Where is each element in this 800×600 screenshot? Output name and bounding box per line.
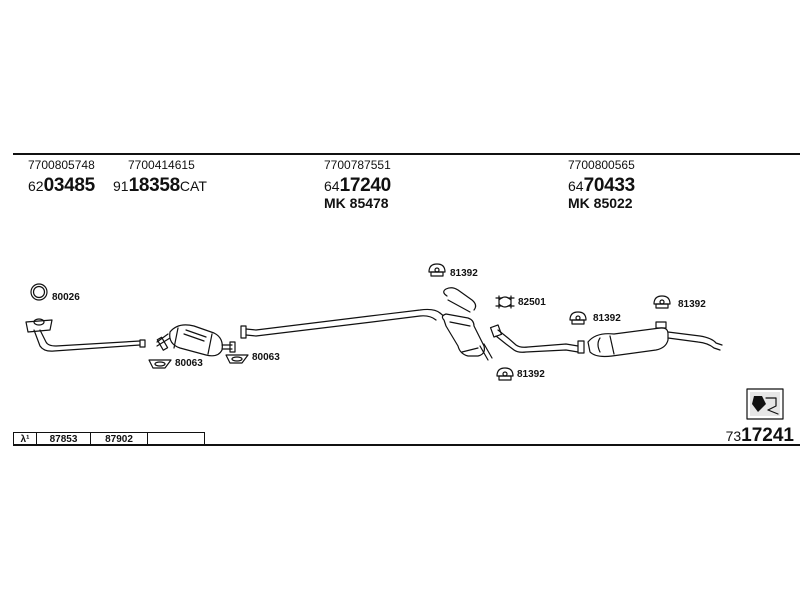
lambda-cell xyxy=(148,433,204,445)
rubber-hanger-part xyxy=(428,263,446,277)
catalytic-converter-part xyxy=(156,324,236,357)
part-oe-number: 7700787551 xyxy=(324,158,391,172)
part-number-prefix: 62 xyxy=(28,178,44,194)
part-number-main: 03485 xyxy=(43,175,96,196)
part-number: 6470433 xyxy=(568,176,635,195)
part-number: 6203485 xyxy=(28,176,95,195)
callout-hanger-right: 81392 xyxy=(678,299,706,310)
reference-prefix: 73 xyxy=(725,428,742,444)
middle-silencer-part xyxy=(240,287,493,361)
part-mk-code: MK 85478 xyxy=(324,195,389,211)
part-number-main: 17240 xyxy=(339,175,392,196)
rubber-hanger-part xyxy=(653,295,671,309)
lambda-cell: 87853 xyxy=(37,433,91,445)
part-oe-number: 7700805748 xyxy=(28,158,95,172)
gasket-left-part xyxy=(148,359,172,369)
part-mk-code: MK 85022 xyxy=(568,195,633,211)
part-oe-number: 7700414615 xyxy=(128,158,195,172)
callout-sealing-ring: 80026 xyxy=(52,292,80,303)
lambda-cell: 87902 xyxy=(91,433,148,445)
lambda-symbol: λ¹ xyxy=(14,433,37,445)
pipe-clamp-part xyxy=(495,295,515,309)
callout-hanger-bottom: 81392 xyxy=(517,369,545,380)
diagram-reference-number: 7317241 xyxy=(726,426,794,445)
part-number-prefix: 64 xyxy=(568,178,584,194)
part-number-main: 70433 xyxy=(583,175,636,196)
part-number: 9118358CAT xyxy=(113,176,207,195)
part-number-prefix: 91 xyxy=(113,178,129,194)
lambda-sensor-table: λ¹ 87853 87902 xyxy=(13,432,205,446)
part-number-main: 18358 xyxy=(128,175,181,196)
callout-gasket-mid: 80063 xyxy=(252,352,280,363)
gasket-mid-part xyxy=(225,354,249,364)
rear-silencer-part xyxy=(489,321,723,358)
part-number: 6417240 xyxy=(324,176,391,195)
header-rule xyxy=(13,153,800,155)
part-number-prefix: 64 xyxy=(324,178,340,194)
reference-icon xyxy=(746,388,784,420)
footer-rule xyxy=(13,444,800,446)
part-number-suffix: CAT xyxy=(179,178,207,194)
reference-main: 17241 xyxy=(741,425,794,446)
rubber-hanger-part xyxy=(496,367,514,381)
callout-gasket-left: 80063 xyxy=(175,358,203,369)
callout-clamp: 82501 xyxy=(518,297,546,308)
callout-hanger-mid: 81392 xyxy=(593,313,621,324)
callout-hanger-top: 81392 xyxy=(450,268,478,279)
part-oe-number: 7700800565 xyxy=(568,158,635,172)
sealing-ring-part xyxy=(30,283,48,301)
rubber-hanger-part xyxy=(569,311,587,325)
front-pipe-part xyxy=(25,318,146,352)
